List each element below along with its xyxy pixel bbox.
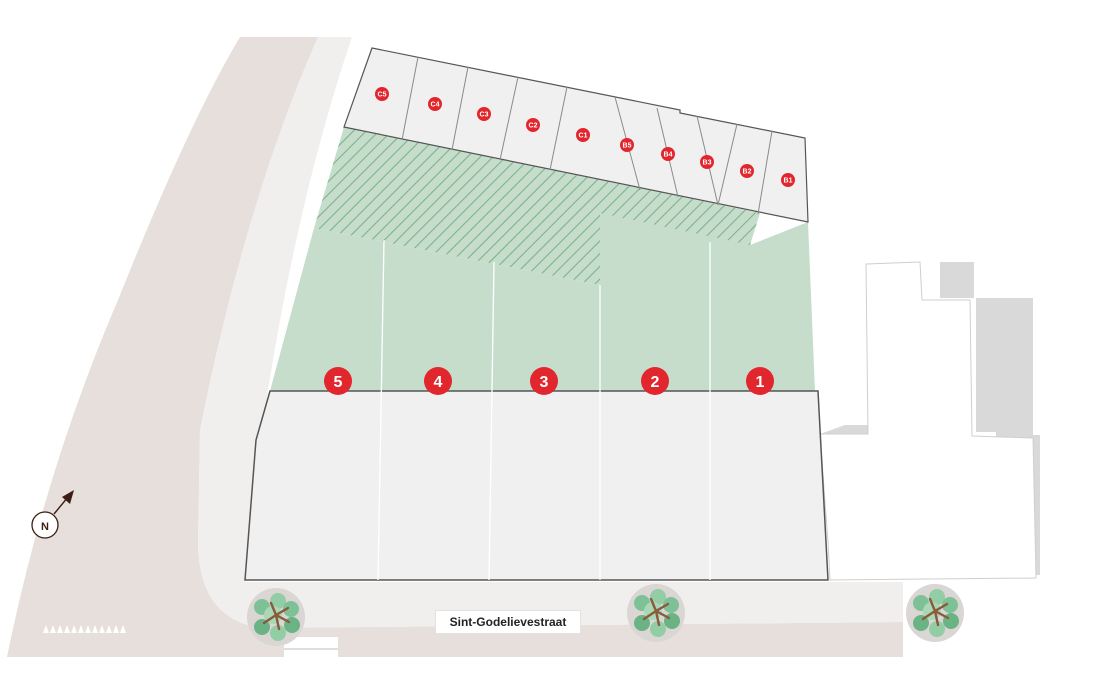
lot-label: 1 [756, 374, 765, 391]
unit-badge-b1[interactable]: B1 [781, 173, 795, 187]
tree-icon [904, 582, 966, 644]
tree-icon [245, 586, 307, 648]
unit-badge-b4[interactable]: B4 [661, 147, 675, 161]
lot-badge-5[interactable]: 5 [324, 367, 352, 395]
garden-area [270, 213, 815, 391]
tree-icon [625, 582, 687, 644]
unit-label: B4 [664, 152, 673, 159]
lot-label: 5 [334, 374, 343, 391]
lot-badge-2[interactable]: 2 [641, 367, 669, 395]
lot-label: 2 [651, 374, 660, 391]
crosswalk-marks [43, 625, 126, 633]
unit-badge-c3[interactable]: C3 [477, 107, 491, 121]
lot-label: 4 [434, 374, 443, 391]
unit-label: B2 [743, 169, 752, 176]
unit-badge-b5[interactable]: B5 [620, 138, 634, 152]
shared-garden-hatched [314, 127, 760, 285]
unit-label: C3 [480, 112, 489, 119]
lot-badge-1[interactable]: 1 [746, 367, 774, 395]
unit-label: C1 [579, 133, 588, 140]
unit-badge-c4[interactable]: C4 [428, 97, 442, 111]
unit-badge-c5[interactable]: C5 [375, 87, 389, 101]
unit-badge-b2[interactable]: B2 [740, 164, 754, 178]
compass-label: N [41, 521, 49, 533]
lot-label: 3 [540, 374, 549, 391]
unit-label: B1 [784, 178, 793, 185]
lot-dividers [377, 239, 711, 581]
front-building [244, 390, 829, 581]
neighbor-building [819, 261, 1040, 581]
entrance-marker [284, 637, 338, 657]
unit-label: B3 [703, 160, 712, 167]
road-diagonal [7, 37, 903, 657]
unit-badge-c1[interactable]: C1 [576, 128, 590, 142]
unit-label: C2 [529, 123, 538, 130]
unit-label: C5 [378, 92, 387, 99]
lot-badge-3[interactable]: 3 [530, 367, 558, 395]
street-name-label: Sint-Godelievestraat [435, 610, 581, 634]
unit-label: B5 [623, 143, 632, 150]
unit-label: C4 [431, 102, 440, 109]
lot-badge-4[interactable]: 4 [424, 367, 452, 395]
compass-north-arrow-icon: N [31, 490, 74, 539]
unit-badge-c2[interactable]: C2 [526, 118, 540, 132]
unit-badge-b3[interactable]: B3 [700, 155, 714, 169]
